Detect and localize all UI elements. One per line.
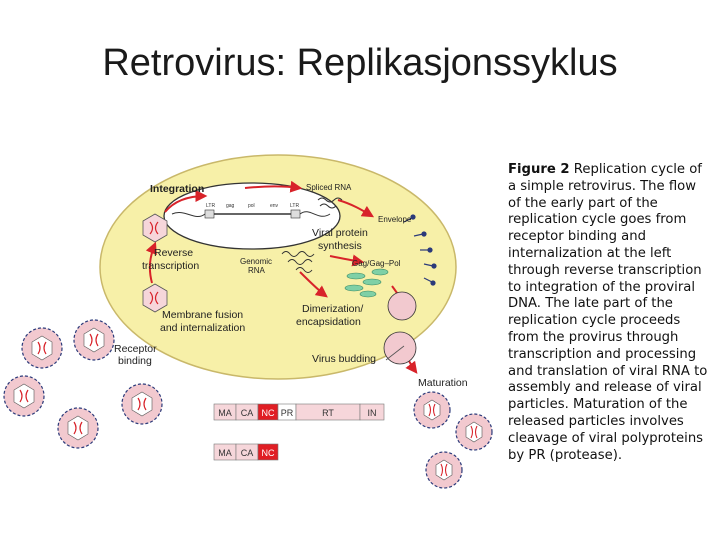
internal-capsid-1 — [142, 213, 168, 243]
nucleus — [163, 182, 341, 250]
label-ltr-right: LTR — [290, 203, 299, 209]
caption-lead: Figure 2 — [508, 162, 570, 177]
gag-polyprotein — [213, 443, 279, 461]
label-membrane-2: and internalization — [160, 322, 245, 334]
caption-text: Replication cycle of a simple retrovirus… — [508, 162, 708, 463]
mature-virion-3 — [425, 451, 463, 489]
label-receptor-1: Receptor — [114, 343, 157, 355]
pg-nc: NC — [262, 448, 275, 458]
label-dimerization-2: encapsidation — [296, 316, 361, 328]
mature-virion-2 — [455, 413, 493, 451]
provirus-dna — [171, 209, 331, 219]
label-genomic-2: RNA — [248, 266, 266, 275]
gag-pol-proteins — [344, 268, 389, 298]
label-gag-gene: gag — [226, 203, 235, 209]
spliced-rna-strands — [317, 197, 343, 209]
pg-ma: MA — [218, 448, 232, 458]
arrow-membrane-to-reverse — [145, 241, 157, 284]
pp-rt: RT — [322, 408, 334, 418]
virion-left-2 — [73, 319, 115, 361]
pp-ca: CA — [241, 408, 254, 418]
label-viral-protein-2: synthesis — [318, 240, 362, 252]
label-reverse-1: Reverse — [154, 247, 193, 259]
figure-caption: Figure 2 Replication cycle of a simple r… — [508, 162, 708, 464]
label-receptor-2: binding — [118, 355, 152, 367]
label-integration: Integration — [150, 183, 204, 195]
virion-left-3 — [3, 375, 45, 417]
arrow-to-envelope — [337, 199, 375, 218]
envelope-proteins — [403, 214, 437, 286]
arrow-integration-to-spliced — [244, 180, 303, 193]
label-spliced-rna: Spliced RNA — [306, 183, 352, 192]
budding-pointer — [385, 345, 405, 361]
label-reverse-2: transcription — [142, 260, 199, 272]
gag-pol-polyprotein — [213, 403, 385, 421]
label-pol-gene: pol — [248, 203, 255, 209]
pp-pr: PR — [281, 408, 294, 418]
pg-ca: CA — [241, 448, 254, 458]
label-virus-budding: Virus budding — [312, 353, 376, 365]
label-viral-protein-1: Viral protein — [312, 227, 368, 239]
pp-ma: MA — [218, 408, 232, 418]
pp-in: IN — [368, 408, 377, 418]
label-membrane-1: Membrane fusion — [162, 309, 243, 321]
virion-left-1 — [21, 327, 63, 369]
genomic-rna-strands — [281, 251, 315, 273]
internal-capsid-2 — [142, 283, 168, 313]
label-genomic-1: Genomic — [240, 257, 272, 266]
arrow-to-gag — [329, 254, 365, 267]
virion-left-5 — [121, 383, 163, 425]
slide-title: Retrovirus: Replikasjonssyklus — [102, 42, 618, 84]
arrow-rna-to-dimerization — [299, 271, 328, 298]
budding-virion-1 — [387, 291, 417, 321]
label-maturation: Maturation — [418, 377, 468, 389]
mature-virion-1 — [413, 391, 451, 429]
budding-virion-2 — [383, 331, 417, 365]
virion-left-4 — [57, 407, 99, 449]
arrow-reverse-to-integration — [164, 190, 208, 213]
label-gag-pol: Gag/Gag–Pol — [352, 259, 401, 268]
label-dimerization-1: Dimerization/ — [302, 303, 363, 315]
label-env-gene: env — [270, 203, 279, 209]
label-ltr-left: LTR — [206, 203, 215, 209]
pp-nc: NC — [262, 408, 275, 418]
label-envelope: Envelope — [378, 215, 412, 224]
